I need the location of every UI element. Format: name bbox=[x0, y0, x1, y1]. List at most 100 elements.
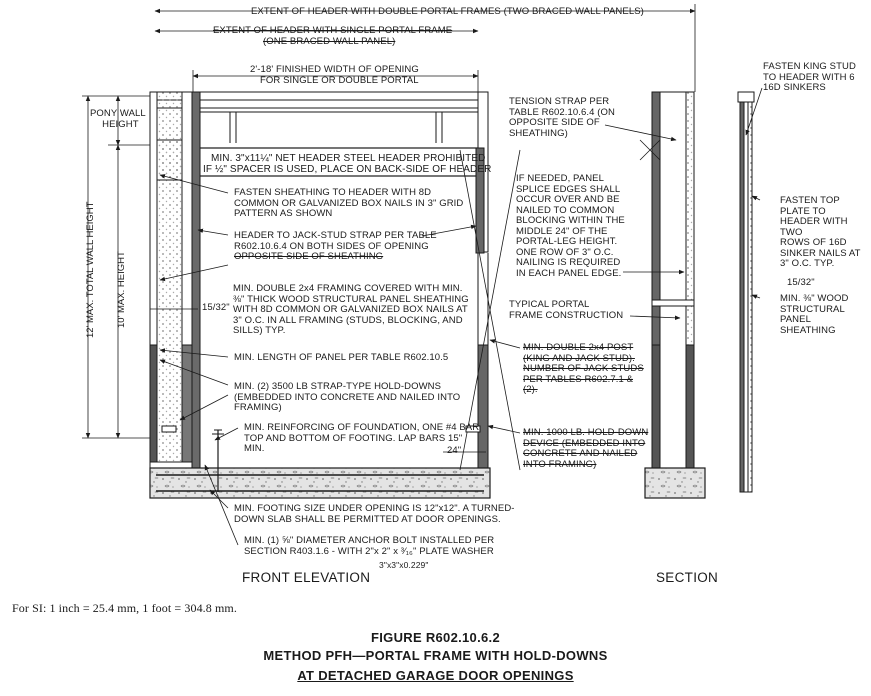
callout-marks bbox=[150, 308, 486, 453]
hold-downs-note: MIN. (2) 3500 LB STRAP-TYPE HOLD-DOWNS (… bbox=[234, 381, 461, 414]
double-framing-note: MIN. DOUBLE 2x4 FRAMING COVERED WITH MIN… bbox=[233, 283, 469, 337]
header-strap-line-1: HEADER TO JACK-STUD STRAP PER TABLE bbox=[234, 230, 437, 241]
section-label: SECTION bbox=[656, 570, 719, 585]
header-strap-line-2: R602.10.6.4 ON BOTH SIDES OF OPENING bbox=[234, 240, 429, 252]
total-wall-height-label: 12' MAX. TOTAL WALL HEIGHT bbox=[85, 201, 96, 338]
header-strap-line-3: OPPOSITE SIDE OF SHEATHING bbox=[234, 251, 384, 262]
double-framing-line-3: WITH 8D COMMON OR GALVANIZED BOX NAILS A… bbox=[233, 304, 468, 315]
vertical-dims bbox=[82, 95, 150, 439]
splice-edges-line-6: MIDDLE 24" OF THE bbox=[516, 225, 608, 237]
section-sheathing-line-1: MIN. ⅜" WOOD bbox=[780, 293, 849, 304]
typical-portal-note: TYPICAL PORTAL FRAME CONSTRUCTION bbox=[509, 299, 624, 321]
fasten-king-note: FASTEN KING STUD TO HEADER WITH 6 16D SI… bbox=[763, 61, 856, 94]
fasten-king-line-2: TO HEADER WITH 6 bbox=[763, 71, 855, 83]
front-elevation-label: FRONT ELEVATION bbox=[242, 570, 371, 585]
si-units-note: For SI: 1 inch = 25.4 mm, 1 foot = 304.8… bbox=[12, 601, 237, 615]
fasten-top-line-7: 3" O.C. TYP. bbox=[780, 258, 835, 269]
reinforcing-line-2: TOP AND BOTTOM OF FOOTING. LAP BARS 15" bbox=[244, 432, 463, 444]
tension-strap-line-1: TENSION STRAP PER bbox=[509, 96, 610, 107]
typical-portal-line-2: FRAME CONSTRUCTION bbox=[509, 309, 624, 321]
double-post-line-2: (KING AND JACK STUD). bbox=[523, 352, 635, 364]
extent-double-label: EXTENT OF HEADER WITH DOUBLE PORTAL FRAM… bbox=[251, 6, 644, 17]
extent-single-label: EXTENT OF HEADER WITH SINGLE PORTAL FRAM… bbox=[213, 25, 453, 47]
leader-lines bbox=[159, 87, 763, 546]
double-framing-line-4: 3" O.C. IN ALL FRAMING (STUDS, BLOCKING,… bbox=[233, 314, 463, 326]
splice-edges-line-5: BLOCKING WITHIN THE bbox=[516, 215, 625, 226]
fasten-top-line-2: PLATE TO bbox=[780, 205, 826, 217]
splice-edges-line-2: SPLICE EDGES SHALL bbox=[516, 183, 621, 195]
section-sheathing-note: MIN. ⅜" WOOD STRUCTURAL PANEL SHEATHING bbox=[780, 293, 849, 336]
splice-edges-line-8: ONE ROW OF 3" O.C. bbox=[516, 246, 614, 258]
anchor-bolt-line-2: SECTION R403.1.6 - WITH 2"x 2" x ³⁄₁₆" P… bbox=[244, 545, 494, 557]
hold-downs-line-1: MIN. (2) 3500 LB STRAP-TYPE HOLD-DOWNS bbox=[234, 381, 442, 392]
figure-subtitle-text: AT DETACHED GARAGE DOOR OPENINGS bbox=[297, 668, 574, 683]
double-framing-line-2: ⅜" THICK WOOD STRUCTURAL PANEL SHEATHING bbox=[233, 293, 469, 305]
fasten-king-line-3: 16D SINKERS bbox=[763, 82, 826, 93]
hold-downs-line-2: (EMBEDDED INTO CONCRETE AND NAILED INTO bbox=[234, 391, 461, 403]
splice-edges-line-4: NAILED TO COMMON bbox=[516, 204, 615, 216]
holddown-device-line-4: INTO FRAMING) bbox=[523, 458, 597, 470]
min-length-note: MIN. LENGTH OF PANEL PER TABLE R602.10.5 bbox=[234, 352, 449, 363]
header-strap-note: HEADER TO JACK-STUD STRAP PER TABLE R602… bbox=[234, 230, 437, 263]
fasten-sheathing-note: FASTEN SHEATHING TO HEADER WITH 8D COMMO… bbox=[234, 187, 464, 220]
section-sheathing-line-2: STRUCTURAL bbox=[780, 303, 845, 315]
typical-portal-line-1: TYPICAL PORTAL bbox=[509, 299, 590, 310]
fasten-sheathing-line-3: PATTERN AS SHOWN bbox=[234, 208, 333, 219]
figure-number: FIGURE R602.10.6.2 bbox=[371, 630, 500, 645]
header-prohibited-line-1: MIN. 3"x11¼" NET HEADER STEEL HEADER PRO… bbox=[211, 153, 486, 164]
double-post-line-5: (2). bbox=[523, 384, 538, 395]
double-framing-line-5: SILLS) TYP. bbox=[233, 325, 286, 336]
fasten-top-line-5: ROWS OF 16D bbox=[780, 237, 847, 248]
front-elevation bbox=[149, 91, 521, 499]
footing-size-line-1: MIN. FOOTING SIZE UNDER OPENING IS 12"x1… bbox=[234, 503, 515, 514]
opening-width-dim bbox=[192, 70, 479, 93]
splice-edges-line-10: IN EACH PANEL EDGE. bbox=[516, 267, 622, 279]
tension-strap-note: TENSION STRAP PER TABLE R602.10.6.4 (ON … bbox=[509, 96, 615, 139]
nail-spec-label: 3"x3"x0.229" bbox=[379, 560, 429, 570]
fasten-top-line-3: HEADER WITH bbox=[780, 216, 848, 227]
extent-double-dim bbox=[154, 4, 696, 92]
anchor-bolt-note: MIN. (1) ⅝" DIAMETER ANCHOR BOLT INSTALL… bbox=[244, 535, 495, 557]
extent-single-line-1: EXTENT OF HEADER WITH SINGLE PORTAL FRAM… bbox=[213, 25, 453, 36]
tension-strap-line-2: TABLE R602.10.6.4 (ON bbox=[509, 106, 615, 118]
double-framing-line-1: MIN. DOUBLE 2x4 FRAMING COVERED WITH MIN… bbox=[233, 283, 463, 294]
tension-strap-line-3: OPPOSITE SIDE OF bbox=[509, 117, 600, 128]
footing-size-line-2: DOWN SLAB SHALL BE PERMITTED AT DOOR OPE… bbox=[234, 513, 501, 525]
section-thickness-label: 15/32" bbox=[787, 277, 815, 288]
section-view bbox=[639, 91, 755, 499]
fasten-sheathing-line-1: FASTEN SHEATHING TO HEADER WITH 8D bbox=[234, 187, 432, 198]
pony-wall-line-2: HEIGHT bbox=[102, 118, 139, 130]
pony-wall-label: PONY WALL HEIGHT bbox=[90, 108, 146, 130]
reinforcing-line-3: MIN. bbox=[244, 443, 265, 454]
figure-title: METHOD PFH—PORTAL FRAME WITH HOLD-DOWNS bbox=[263, 648, 608, 663]
double-post-note: MIN. DOUBLE 2x4 POST (KING AND JACK STUD… bbox=[523, 342, 644, 396]
section-sheathing-line-3: PANEL bbox=[780, 314, 811, 325]
fasten-sheathing-line-2: COMMON OR GALVANIZED BOX NAILS IN 3" GRI… bbox=[234, 197, 464, 209]
anchor-bolt-line-1: MIN. (1) ⅝" DIAMETER ANCHOR BOLT INSTALL… bbox=[244, 535, 495, 546]
opening-width-line-1: 2'-18' FINISHED WIDTH OF OPENING bbox=[250, 64, 419, 75]
header-prohibited-line-2: IF ½" SPACER IS USED, PLACE ON BACK-SIDE… bbox=[203, 164, 492, 175]
max-height-label: 10' MAX. HEIGHT bbox=[116, 251, 127, 328]
fasten-top-line-1: FASTEN TOP bbox=[780, 195, 840, 206]
tension-strap-line-4: SHEATHING) bbox=[509, 127, 568, 139]
splice-edges-line-3: OCCUR OVER AND BE bbox=[516, 194, 620, 205]
splice-edges-note: IF NEEDED, PANEL SPLICE EDGES SHALL OCCU… bbox=[516, 173, 625, 279]
splice-edges-line-1: IF NEEDED, PANEL bbox=[516, 173, 604, 184]
reinforcing-line-1: MIN. REINFORCING OF FOUNDATION, ONE #4 B… bbox=[244, 422, 480, 433]
holddown-device-note: MIN. 1000 LB. HOLD-DOWN DEVICE (EMBEDDED… bbox=[523, 427, 649, 470]
footing-size-note: MIN. FOOTING SIZE UNDER OPENING IS 12"x1… bbox=[234, 503, 515, 525]
double-post-line-3: NUMBER OF JACK STUDS bbox=[523, 363, 644, 374]
double-post-line-1: MIN. DOUBLE 2x4 POST bbox=[523, 342, 634, 353]
opening-width-line-2: FOR SINGLE OR DOUBLE PORTAL bbox=[260, 74, 419, 86]
sheathing-thickness-label: 15/32" bbox=[202, 302, 230, 313]
fasten-top-line-6: SINKER NAILS AT bbox=[780, 247, 861, 259]
pony-wall-line-1: PONY WALL bbox=[90, 108, 146, 119]
splice-edges-line-7: PORTAL-LEG HEIGHT. bbox=[516, 236, 618, 247]
extent-single-line-2: (ONE BRACED WALL PANEL) bbox=[263, 35, 396, 47]
figure-subtitle: AT DETACHED GARAGE DOOR OPENINGS bbox=[0, 668, 871, 684]
fasten-top-note: FASTEN TOP PLATE TO HEADER WITH TWO ROWS… bbox=[780, 195, 861, 270]
holddown-device-line-3: CONCRETE AND NAILED bbox=[523, 448, 638, 459]
holddown-device-line-1: MIN. 1000 LB. HOLD-DOWN bbox=[523, 427, 649, 438]
